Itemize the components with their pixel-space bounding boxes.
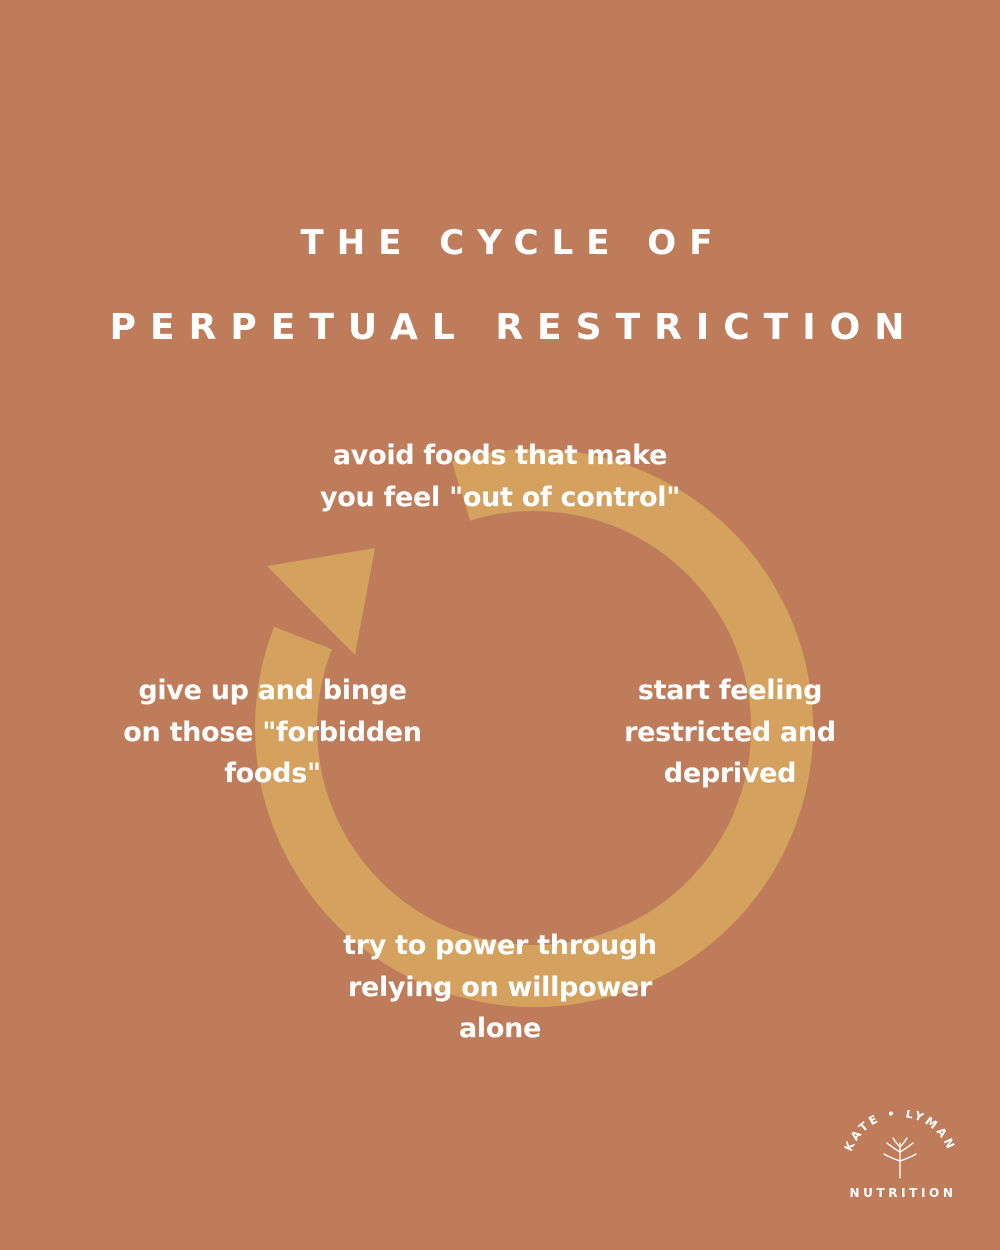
- step-text-line: alone: [458, 1013, 542, 1044]
- cycle-step-power-through: try to power through relying on willpowe…: [300, 925, 700, 1050]
- step-text-line: foods": [224, 758, 321, 789]
- step-text-line: you feel "out of control": [319, 481, 680, 513]
- brand-logo: KATE • LYMAN NUTRITION: [835, 1106, 965, 1210]
- step-text-line: on those "forbidden: [123, 716, 422, 748]
- step-text-line: restricted and: [624, 716, 836, 748]
- wheat-sprig-icon: [883, 1137, 917, 1179]
- cycle-step-give-up-binge: give up and binge on those "forbidden fo…: [100, 670, 445, 795]
- cycle-step-feeling-restricted: start feeling restricted and deprived: [580, 670, 880, 795]
- cycle-step-avoid-foods: avoid foods that make you feel "out of c…: [300, 435, 700, 518]
- step-text-line: start feeling: [637, 675, 823, 706]
- cycle-arrow-ring: [255, 449, 814, 1007]
- step-text-line: give up and binge: [138, 675, 407, 706]
- step-text-line: relying on willpower: [347, 971, 652, 1003]
- step-text-line: avoid foods that make: [332, 440, 668, 471]
- title-line-2: PERPETUAL RESTRICTION: [109, 307, 919, 348]
- step-text-line: deprived: [663, 758, 797, 789]
- logo-subtext: NUTRITION: [849, 1186, 957, 1200]
- step-text-line: try to power through: [343, 930, 657, 961]
- cycle-arrow-head: [267, 548, 375, 655]
- logo-mark: KATE • LYMAN: [841, 1106, 956, 1179]
- title-line-1: THE CYCLE OF: [300, 223, 726, 263]
